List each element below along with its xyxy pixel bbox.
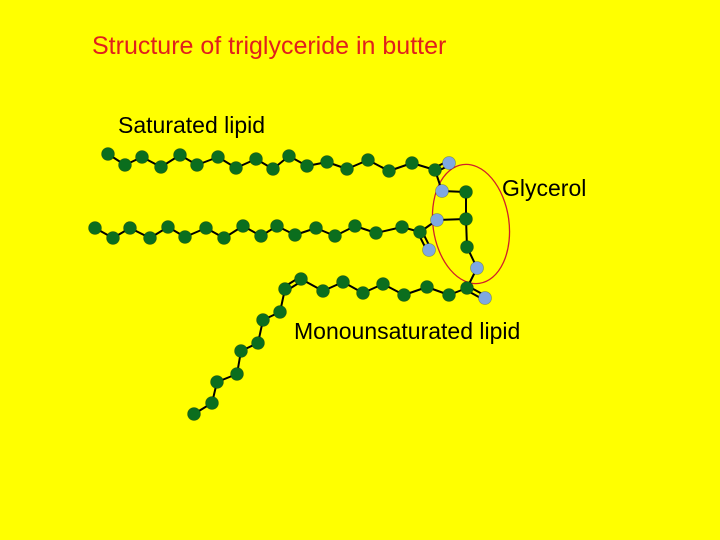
- oxygen-atom: [470, 261, 484, 275]
- carbon-atom: [270, 219, 284, 233]
- carbon-atom: [428, 163, 442, 177]
- carbon-atom: [210, 375, 224, 389]
- glycerol-carbon-atom: [460, 240, 474, 254]
- carbon-atom: [382, 164, 396, 178]
- carbon-atom: [178, 230, 192, 244]
- carbon-atom: [251, 336, 265, 350]
- carbon-atom: [460, 281, 474, 295]
- carbon-atom: [173, 148, 187, 162]
- carbon-atom: [361, 153, 375, 167]
- carbon-atom: [161, 220, 175, 234]
- carbon-atom: [316, 284, 330, 298]
- carbon-atom: [397, 288, 411, 302]
- carbon-atom: [254, 229, 268, 243]
- carbon-atom: [249, 152, 263, 166]
- carbon-atom: [369, 226, 383, 240]
- carbon-atom: [143, 231, 157, 245]
- carbon-atom: [273, 305, 287, 319]
- carbon-atom: [205, 396, 219, 410]
- carbon-atom: [282, 149, 296, 163]
- glycerol-carbon-atom: [459, 212, 473, 226]
- oxygen-atom: [435, 184, 449, 198]
- oxygen-atom: [442, 156, 456, 170]
- carbon-atom: [336, 275, 350, 289]
- carbon-atom: [118, 158, 132, 172]
- carbon-atom: [229, 161, 243, 175]
- glycerol-carbon-atom: [459, 185, 473, 199]
- carbon-atom: [101, 147, 115, 161]
- carbon-atom: [395, 220, 409, 234]
- carbon-atom: [187, 407, 201, 421]
- glycerol-outline: [431, 163, 511, 285]
- oxygen-atom: [430, 213, 444, 227]
- carbon-atom: [230, 367, 244, 381]
- carbon-atom: [320, 155, 334, 169]
- carbon-atom: [199, 221, 213, 235]
- carbon-atom: [376, 277, 390, 291]
- oxygen-atom: [478, 291, 492, 305]
- carbon-atom: [288, 228, 302, 242]
- carbon-atom: [405, 156, 419, 170]
- carbon-atom: [340, 162, 354, 176]
- carbon-atom: [234, 344, 248, 358]
- carbon-atom: [236, 219, 250, 233]
- carbon-atom: [294, 272, 308, 286]
- carbon-atom: [154, 160, 168, 174]
- carbon-atom: [442, 288, 456, 302]
- carbon-atom: [88, 221, 102, 235]
- saturated-lipid-label: Saturated lipid: [118, 112, 266, 138]
- carbon-atom: [123, 221, 137, 235]
- carbon-atom: [420, 280, 434, 294]
- monounsaturated-lipid-label: Monounsaturated lipid: [294, 318, 521, 344]
- carbon-atom: [300, 159, 314, 173]
- carbon-atom: [356, 286, 370, 300]
- glycerol-label: Glycerol: [502, 175, 587, 201]
- carbon-atom: [328, 229, 342, 243]
- carbon-atom: [278, 282, 292, 296]
- carbon-atom: [106, 231, 120, 245]
- slide-title: Structure of triglyceride in butter: [92, 32, 447, 60]
- oxygen-atom: [422, 243, 436, 257]
- carbon-atom: [413, 225, 427, 239]
- carbon-atom: [135, 150, 149, 164]
- carbon-atom: [256, 313, 270, 327]
- carbon-atom: [309, 221, 323, 235]
- carbon-atom: [348, 219, 362, 233]
- carbon-atom: [266, 162, 280, 176]
- carbon-atom: [211, 150, 225, 164]
- carbon-atom: [217, 231, 231, 245]
- carbon-atom: [190, 158, 204, 172]
